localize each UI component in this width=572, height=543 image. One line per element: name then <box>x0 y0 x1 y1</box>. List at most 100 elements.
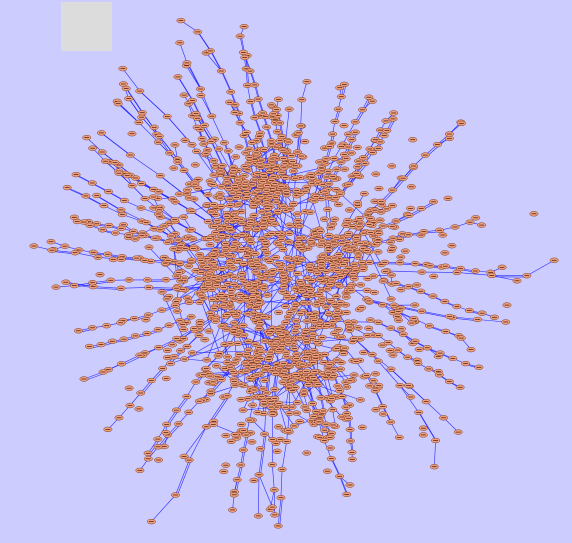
graph-node[interactable] <box>440 298 450 305</box>
graph-node[interactable] <box>114 170 124 176</box>
graph-node[interactable] <box>229 492 239 498</box>
graph-node[interactable] <box>274 424 283 430</box>
graph-node[interactable] <box>406 205 415 212</box>
graph-node[interactable] <box>251 150 261 156</box>
graph-node[interactable] <box>289 423 299 429</box>
graph-node[interactable] <box>266 404 276 410</box>
graph-node[interactable] <box>240 54 250 61</box>
graph-node[interactable] <box>207 113 217 119</box>
graph-node[interactable] <box>378 403 388 410</box>
graph-node[interactable] <box>257 394 267 400</box>
graph-node[interactable] <box>248 402 258 408</box>
graph-node[interactable] <box>301 292 311 298</box>
graph-node[interactable] <box>324 232 334 239</box>
graph-node[interactable] <box>161 375 171 382</box>
graph-node[interactable] <box>182 393 192 400</box>
graph-node[interactable] <box>279 155 288 162</box>
graph-node[interactable] <box>319 216 329 222</box>
graph-node[interactable] <box>295 191 305 197</box>
graph-node[interactable] <box>225 196 235 202</box>
graph-node[interactable] <box>284 427 294 433</box>
graph-node[interactable] <box>317 334 327 341</box>
graph-node[interactable] <box>235 33 245 39</box>
graph-node[interactable] <box>311 352 321 359</box>
graph-node[interactable] <box>260 246 270 253</box>
graph-node[interactable] <box>269 487 279 493</box>
graph-node[interactable] <box>387 272 396 278</box>
graph-node[interactable] <box>179 92 189 98</box>
graph-node[interactable] <box>289 200 299 207</box>
graph-node[interactable] <box>373 332 383 339</box>
graph-node[interactable] <box>386 419 396 425</box>
graph-node[interactable] <box>376 198 386 205</box>
graph-node[interactable] <box>284 106 294 112</box>
graph-node[interactable] <box>153 444 163 450</box>
graph-node[interactable] <box>245 219 255 225</box>
graph-node[interactable] <box>102 323 112 329</box>
graph-node[interactable] <box>288 168 298 174</box>
graph-node[interactable] <box>447 243 457 249</box>
graph-node[interactable] <box>387 163 397 169</box>
graph-node[interactable] <box>284 139 294 145</box>
graph-node[interactable] <box>130 333 140 339</box>
graph-node[interactable] <box>424 366 434 372</box>
graph-node[interactable] <box>216 168 226 174</box>
graph-node[interactable] <box>512 278 522 284</box>
graph-node[interactable] <box>116 225 126 231</box>
graph-node[interactable] <box>360 160 370 167</box>
graph-node[interactable] <box>270 370 280 376</box>
graph-node[interactable] <box>154 344 164 351</box>
graph-node[interactable] <box>258 224 268 230</box>
graph-node[interactable] <box>187 208 197 214</box>
graph-node[interactable] <box>420 152 430 158</box>
graph-node[interactable] <box>414 346 424 353</box>
graph-node[interactable] <box>229 378 239 385</box>
graph-node[interactable] <box>143 450 153 456</box>
graph-node[interactable] <box>281 404 291 410</box>
graph-node[interactable] <box>254 301 264 307</box>
graph-node[interactable] <box>294 235 304 241</box>
graph-node[interactable] <box>325 434 335 441</box>
graph-node[interactable] <box>341 309 351 316</box>
graph-node[interactable] <box>292 270 302 277</box>
graph-node[interactable] <box>409 163 419 169</box>
graph-node[interactable] <box>297 361 307 367</box>
graph-node[interactable] <box>333 106 343 112</box>
graph-node[interactable] <box>256 349 266 355</box>
graph-node[interactable] <box>388 245 398 251</box>
graph-node[interactable] <box>305 264 315 270</box>
graph-node[interactable] <box>333 201 343 208</box>
graph-node[interactable] <box>187 97 197 104</box>
graph-node[interactable] <box>114 415 124 421</box>
graph-node[interactable] <box>169 246 179 252</box>
graph-node[interactable] <box>386 296 396 302</box>
graph-node[interactable] <box>202 357 212 363</box>
graph-node[interactable] <box>209 260 219 266</box>
graph-node[interactable] <box>136 180 146 187</box>
graph-node[interactable] <box>157 307 167 313</box>
graph-node[interactable] <box>189 325 199 332</box>
graph-node[interactable] <box>100 158 110 164</box>
graph-node[interactable] <box>250 115 260 121</box>
graph-node[interactable] <box>413 360 423 366</box>
graph-node[interactable] <box>391 280 401 287</box>
graph-node[interactable] <box>334 251 344 258</box>
graph-node[interactable] <box>29 243 39 249</box>
graph-node[interactable] <box>230 182 240 189</box>
graph-node[interactable] <box>230 211 240 217</box>
graph-node[interactable] <box>340 166 350 172</box>
graph-node[interactable] <box>73 328 83 334</box>
graph-node[interactable] <box>221 432 231 439</box>
graph-node[interactable] <box>336 94 346 100</box>
graph-node[interactable] <box>418 432 428 438</box>
graph-node[interactable] <box>386 366 396 372</box>
graph-node[interactable] <box>282 354 292 360</box>
graph-node[interactable] <box>302 450 312 456</box>
graph-node[interactable] <box>425 263 435 269</box>
graph-node[interactable] <box>221 240 231 247</box>
graph-node[interactable] <box>248 364 258 371</box>
graph-node[interactable] <box>241 129 251 136</box>
graph-node[interactable] <box>264 356 274 363</box>
graph-node[interactable] <box>378 411 388 417</box>
